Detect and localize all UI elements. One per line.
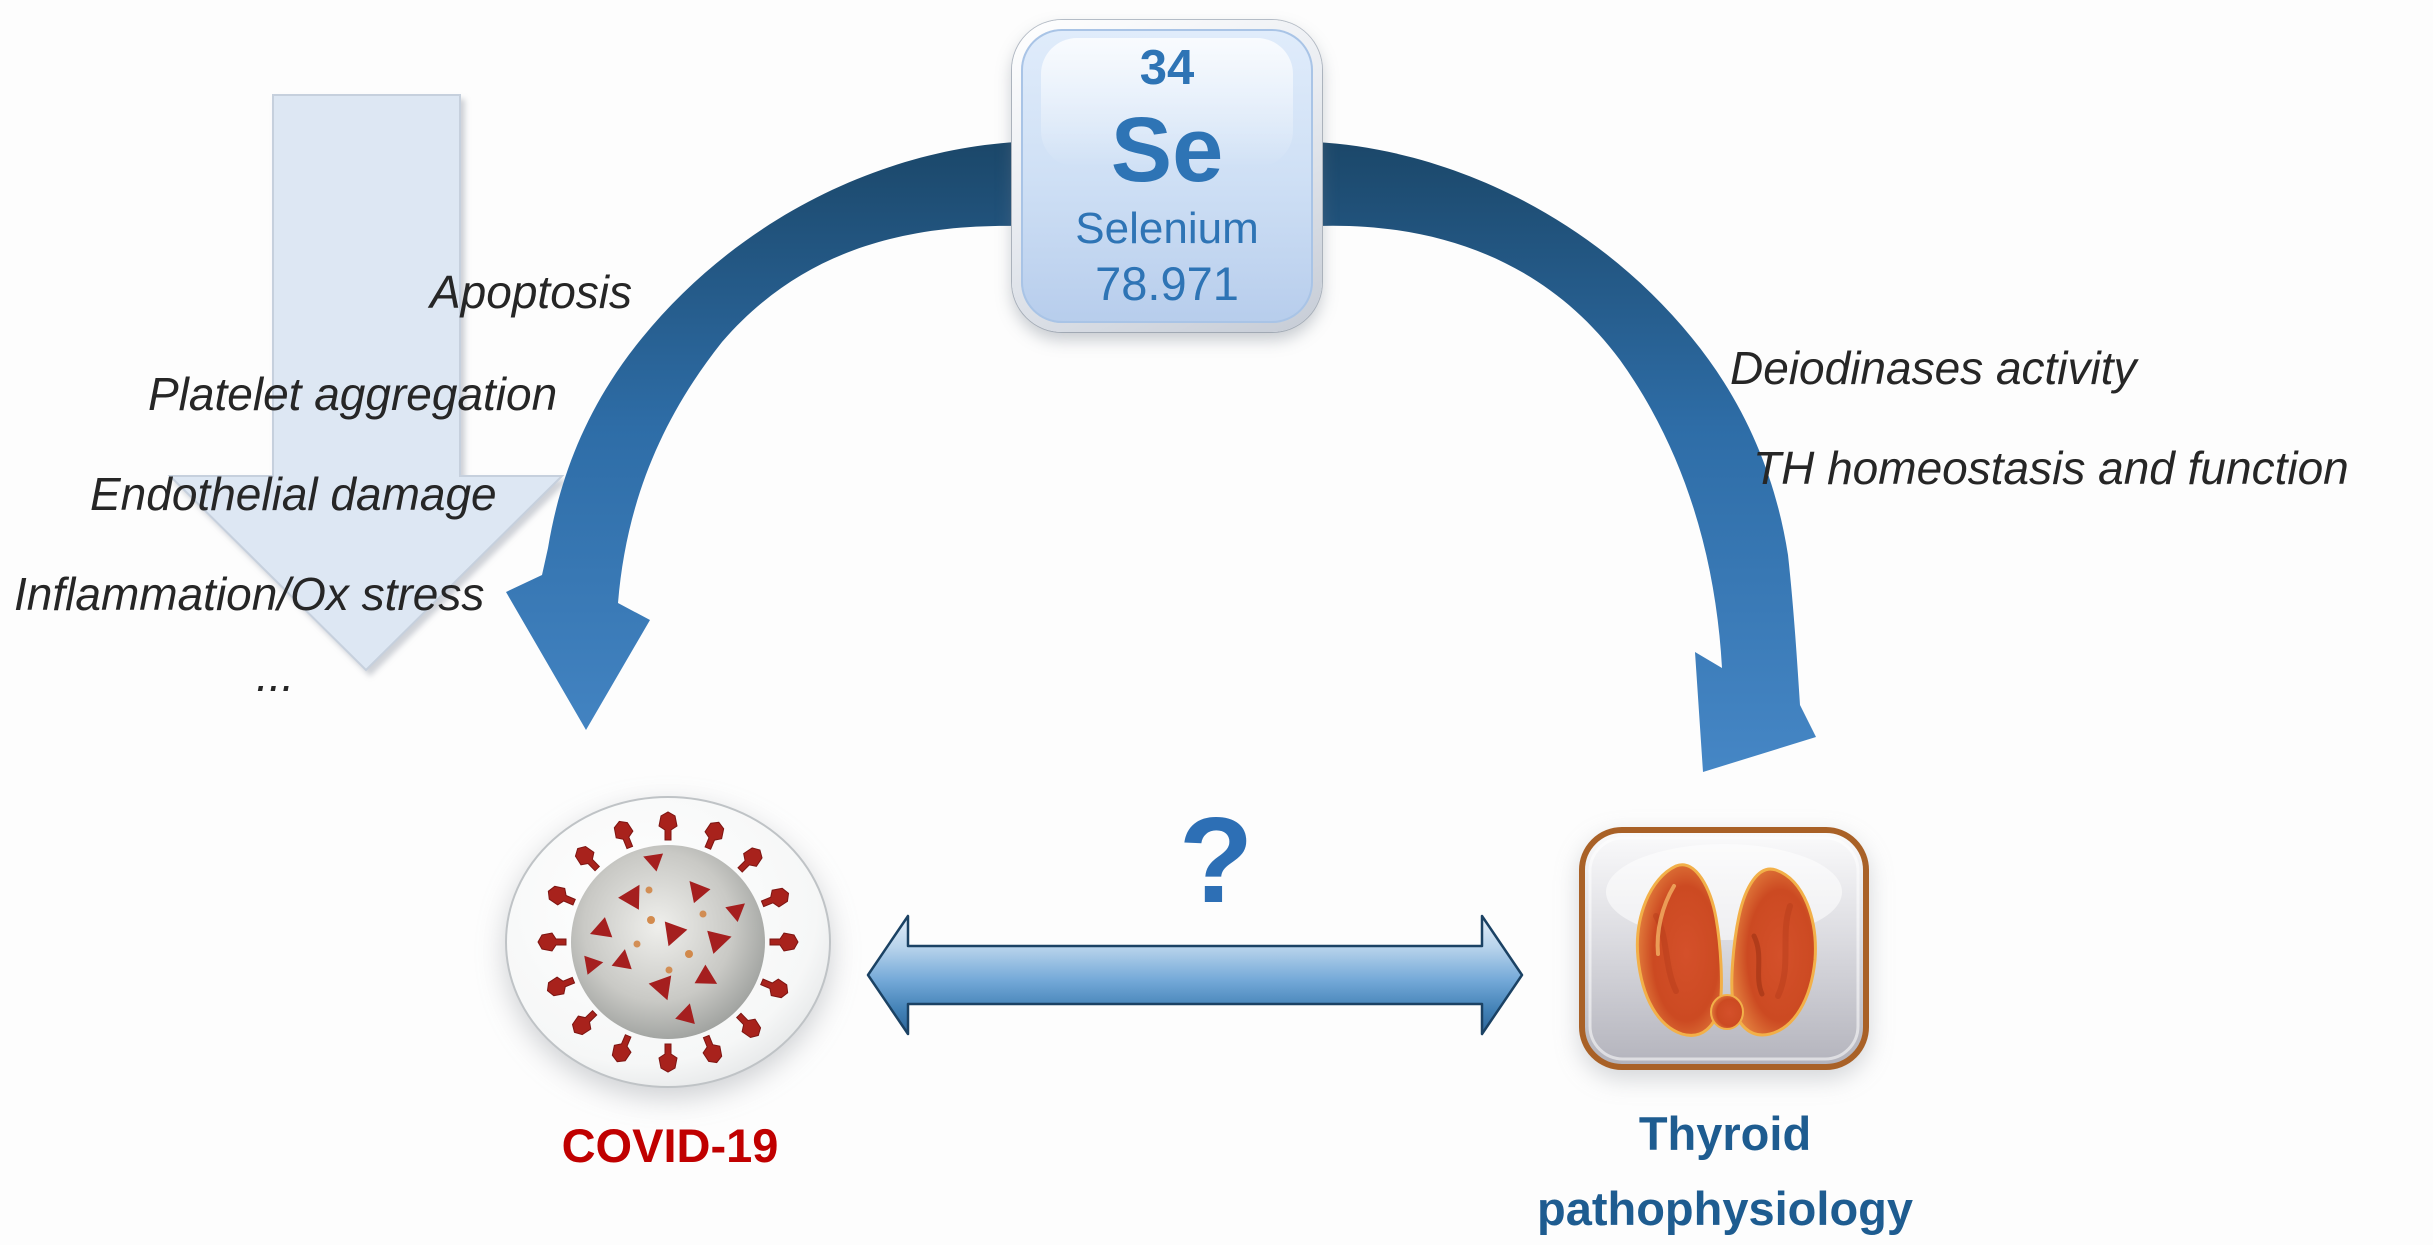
curved-arrow-right [1316,142,1816,772]
effect-deiodinases-activity: Deiodinases activity [1730,342,2137,394]
covid-label: COVID-19 [561,1119,779,1172]
down-arrow [167,94,565,672]
selenium-element-card: 34 Se Selenium 78.971 [1012,20,1322,332]
question-mark: ? [1178,792,1254,928]
element-name: Selenium [1075,204,1259,253]
effect-endothelial-damage: Endothelial damage [90,468,497,520]
coronavirus-icon [501,792,835,1097]
effect-platelet-aggregation: Platelet aggregation [148,368,558,420]
effect-apoptosis: Apoptosis [430,266,633,318]
thyroid-label-line2: pathophysiology [1537,1182,1913,1235]
effect-inflammation-ox-stress: Inflammation/Ox stress [14,568,485,620]
thyroid-label: Thyroid pathophysiology [1505,1096,1945,1245]
atomic-number: 34 [1139,41,1195,95]
effect-th-homeostasis: TH homeostasis and function [1753,442,2349,494]
double-headed-arrow [866,914,1524,1036]
atomic-mass: 78.971 [1095,257,1239,310]
thyroid-gland-icon [1578,826,1870,1076]
element-symbol: Se [1110,99,1224,201]
curved-arrow-left [506,142,1018,730]
selenium-card-face: 34 Se Selenium 78.971 [1021,29,1313,323]
effect-ellipsis: ... [256,649,295,701]
thyroid-label-line1: Thyroid [1638,1107,1812,1160]
